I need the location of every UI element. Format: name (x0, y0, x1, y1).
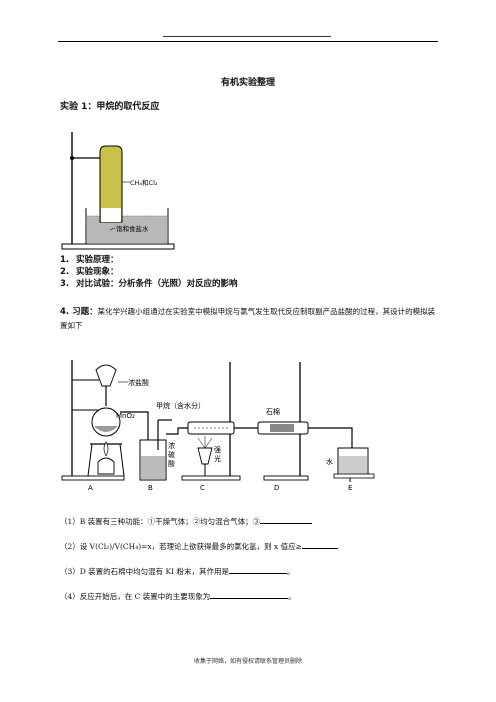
methane-substitution-figure: CH₄和Cl₂ 饱和食盐水 (61, 132, 175, 250)
h2so4-label-1: 浓 (168, 441, 175, 450)
answer-blank-1[interactable] (260, 514, 313, 524)
answer-blank-2[interactable] (301, 539, 338, 549)
list-item: 1.实验原理： (60, 255, 119, 265)
question-1: （1）B 装置有三种功能：①干燥气体；②均匀混合气体；③ (60, 514, 313, 527)
question-3: （3）D 装置的石棉中均匀混有 KI 粉末，其作用是。 (60, 564, 295, 577)
exercise-text: 某化学兴趣小组通过在实验室中模拟甲烷与氯气发生取代反应制取副产品盐酸的过程，其设… (60, 307, 436, 330)
exercise-paragraph: 4. 习题：某化学兴趣小组通过在实验室中模拟甲烷与氯气发生取代反应制取副产品盐酸… (60, 305, 440, 333)
stand-d-base (263, 475, 309, 481)
header-rule (58, 41, 438, 42)
label-c: C (200, 484, 205, 492)
page-title: 有机实验整理 (220, 78, 275, 88)
list-item: 3.对比试验：分析条件（光照）对反应的影响 (60, 279, 238, 289)
hcl-label: 浓盐酸 (128, 378, 149, 387)
light-label-1: 强 (214, 446, 221, 454)
list-item: 2.实验现象： (60, 267, 119, 277)
stand-a-base (61, 475, 125, 481)
label-e: E (348, 484, 352, 492)
question-4: （4）反应开始后，在 C 装置中的主要现象为。 (60, 589, 296, 602)
gas-label: CH₄和Cl₂ (130, 178, 158, 187)
methane-label: 甲烷（含水分） (156, 401, 205, 410)
question-2: （2）设 V(Cl₂)/V(CH₄)=x，若理论上欲获得最多的氯化氢，则 x 值… (60, 539, 338, 552)
answer-blank-4[interactable] (210, 589, 289, 599)
stand-base (61, 243, 175, 250)
principle-list: 1.实验原理： 2.实验现象： 3.对比试验：分析条件（光照）对反应的影响 (60, 254, 238, 290)
separatory-funnel (95, 364, 117, 387)
flame (103, 441, 109, 457)
exercise-label: 4. 习题： (60, 307, 98, 317)
liquid-label: 饱和食盐水 (116, 224, 149, 233)
h2so4-label-3: 酸 (168, 459, 175, 468)
strong-light-lamp (197, 447, 213, 465)
water-label: 水 (326, 457, 333, 466)
h2so4-label-2: 硫 (168, 450, 175, 459)
apparatus-figure: MnO₂ 浓盐酸 浓 硫 酸 甲烷（含水分） 强 光 石棉 水 A B (61, 360, 375, 492)
trough (85, 208, 169, 245)
clamp-boss (70, 156, 74, 160)
asbestos-label: 石棉 (266, 407, 280, 416)
alcohol-lamp (97, 457, 115, 475)
light-label-2: 光 (214, 454, 221, 463)
header-dash-line (163, 36, 331, 37)
label-a: A (88, 484, 93, 492)
label-b: B (148, 484, 153, 492)
answer-blank-3[interactable] (229, 564, 288, 574)
stand-c-base (181, 475, 241, 481)
label-d: D (274, 484, 279, 492)
footer-note: 收集于网络，如有侵权请联系管理员删除 (193, 658, 302, 665)
inverted-test-tube (99, 145, 123, 223)
experiment1-heading: 实验 1：甲烷的取代反应 (60, 102, 160, 112)
tube-liquid (101, 208, 121, 222)
asbestos (270, 424, 294, 432)
mno2-label: MnO₂ (116, 412, 135, 420)
